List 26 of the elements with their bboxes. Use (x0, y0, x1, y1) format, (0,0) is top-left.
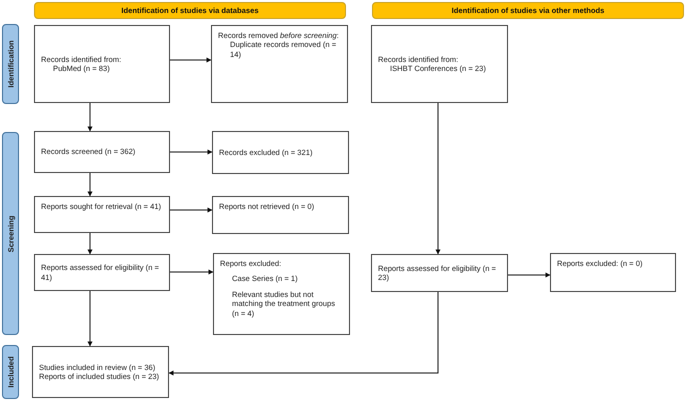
process-box (212, 131, 349, 174)
arrow (88, 172, 92, 196)
arrow (168, 292, 438, 376)
arrow (170, 208, 212, 212)
process-box (32, 346, 169, 398)
process-box (213, 253, 350, 335)
arrow (436, 102, 440, 254)
process-box (550, 253, 676, 292)
arrow (88, 232, 92, 254)
process-box (34, 254, 170, 291)
arrow (170, 150, 212, 154)
process-box (211, 25, 348, 103)
arrow (88, 290, 92, 346)
arrow (170, 58, 212, 62)
process-box (371, 25, 508, 103)
phase-band (2, 24, 19, 104)
arrow (170, 270, 214, 274)
process-box (371, 254, 508, 292)
process-box (34, 25, 170, 103)
process-box (212, 196, 349, 234)
arrow (508, 272, 550, 278)
process-box (34, 196, 170, 233)
process-box (34, 131, 170, 173)
phase-band (2, 345, 19, 399)
phase-band (2, 132, 19, 335)
arrow (88, 102, 92, 132)
